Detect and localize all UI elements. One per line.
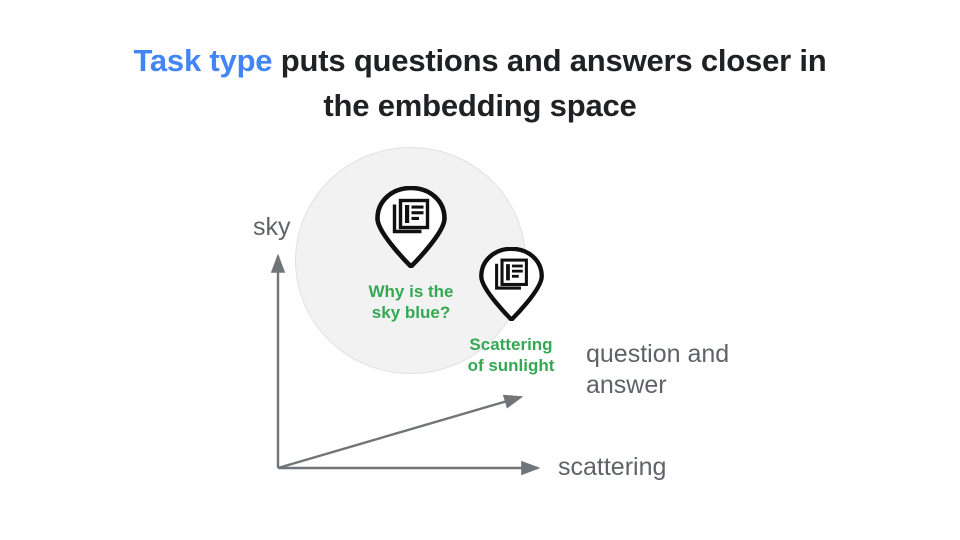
question-point-label: Why is the sky blue? (368, 282, 454, 322)
title-rest-text: puts questions and answers closer in the… (272, 43, 827, 123)
axis-label-scattering: scattering (558, 453, 667, 481)
answer-point-label: Scattering of sunlight (467, 335, 555, 375)
answer-map-pin[interactable] (478, 247, 545, 321)
article-stack-icon (392, 198, 430, 234)
question-map-pin[interactable] (374, 186, 448, 268)
axis-label-sky: sky (253, 213, 291, 241)
page-title: Task type puts questions and answers clo… (130, 38, 830, 128)
diagonal-axis-line (277, 394, 524, 470)
title-accent-text: Task type (133, 43, 273, 78)
axis-label-question-and-answer: question and answer (586, 340, 730, 399)
article-stack-icon (495, 258, 528, 290)
